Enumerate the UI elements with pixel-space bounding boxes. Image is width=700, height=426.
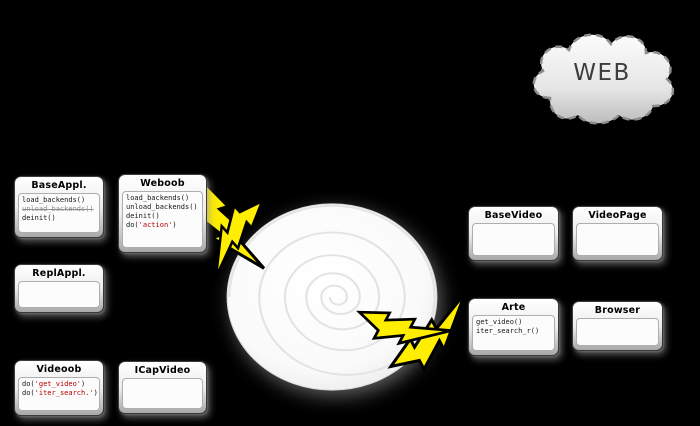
class-title: Videoob <box>36 364 82 375</box>
method: deinit() <box>126 212 160 220</box>
class-body: get_video() iter_search_r() <box>472 315 555 351</box>
class-box-videoob: Videoob do('get_video') do('iter_search.… <box>14 360 104 416</box>
method-arg: 'iter_search.' <box>34 389 94 397</box>
web-cloud-shape <box>532 33 675 125</box>
method: unload_backends() <box>22 205 94 213</box>
class-title: ReplAppl. <box>32 268 86 279</box>
spiral-disc <box>226 203 438 391</box>
lightning-bolt-icon <box>214 198 265 278</box>
method-text: do( <box>22 389 35 397</box>
lightning-bolt-icon <box>356 310 452 346</box>
class-title: VideoPage <box>588 210 647 221</box>
class-box-weboob: Weboob load_backends() unload_backends()… <box>118 174 207 253</box>
class-box-basevideo: BaseVideo <box>468 206 559 261</box>
method-text: do( <box>22 380 35 388</box>
method: do('action') <box>126 221 199 230</box>
method-text: ) <box>172 221 177 229</box>
method-arg: 'action' <box>138 221 173 229</box>
method: load_backends() <box>22 196 86 204</box>
class-title: ICapVideo <box>134 365 191 376</box>
class-body <box>122 378 203 409</box>
method: do('get_video') <box>22 380 96 389</box>
method-arg: 'get_video' <box>34 380 82 388</box>
class-title: BaseAppl. <box>31 180 87 191</box>
method-text: ) <box>93 389 98 397</box>
class-title: Browser <box>594 305 641 316</box>
class-body: do('get_video') do('iter_search.') <box>18 377 100 411</box>
class-body <box>576 223 659 256</box>
class-title: BaseVideo <box>484 210 543 221</box>
class-body <box>576 318 659 346</box>
class-box-baseappl: BaseAppl. load_backends() unload_backend… <box>14 176 104 238</box>
method: get_video() <box>476 318 523 326</box>
method: deinit() <box>22 214 56 222</box>
method: do('iter_search.') <box>22 389 98 398</box>
lightning-bolts-right <box>356 292 467 373</box>
class-box-replappl: ReplAppl. <box>14 264 104 313</box>
class-title: Arte <box>501 302 526 313</box>
method: load_backends() <box>126 194 190 202</box>
class-box-videopage: VideoPage <box>572 206 663 261</box>
method-text: do( <box>126 221 139 229</box>
method: unload_backends() <box>126 203 198 211</box>
class-title: Weboob <box>140 178 185 189</box>
class-body: load_backends() unload_backends() deinit… <box>122 191 203 248</box>
class-box-browser: Browser <box>572 301 663 351</box>
class-body: load_backends() unload_backends() deinit… <box>18 193 100 233</box>
cloud-outline <box>532 33 675 125</box>
web-cloud-label: WEB <box>573 60 631 86</box>
class-box-icapvideo: ICapVideo <box>118 361 207 414</box>
method: iter_search_r() <box>476 327 540 335</box>
class-body <box>472 223 555 256</box>
class-body <box>18 281 100 308</box>
class-box-arte: Arte get_video() iter_search_r() <box>468 298 559 356</box>
method-text: ) <box>81 380 86 388</box>
